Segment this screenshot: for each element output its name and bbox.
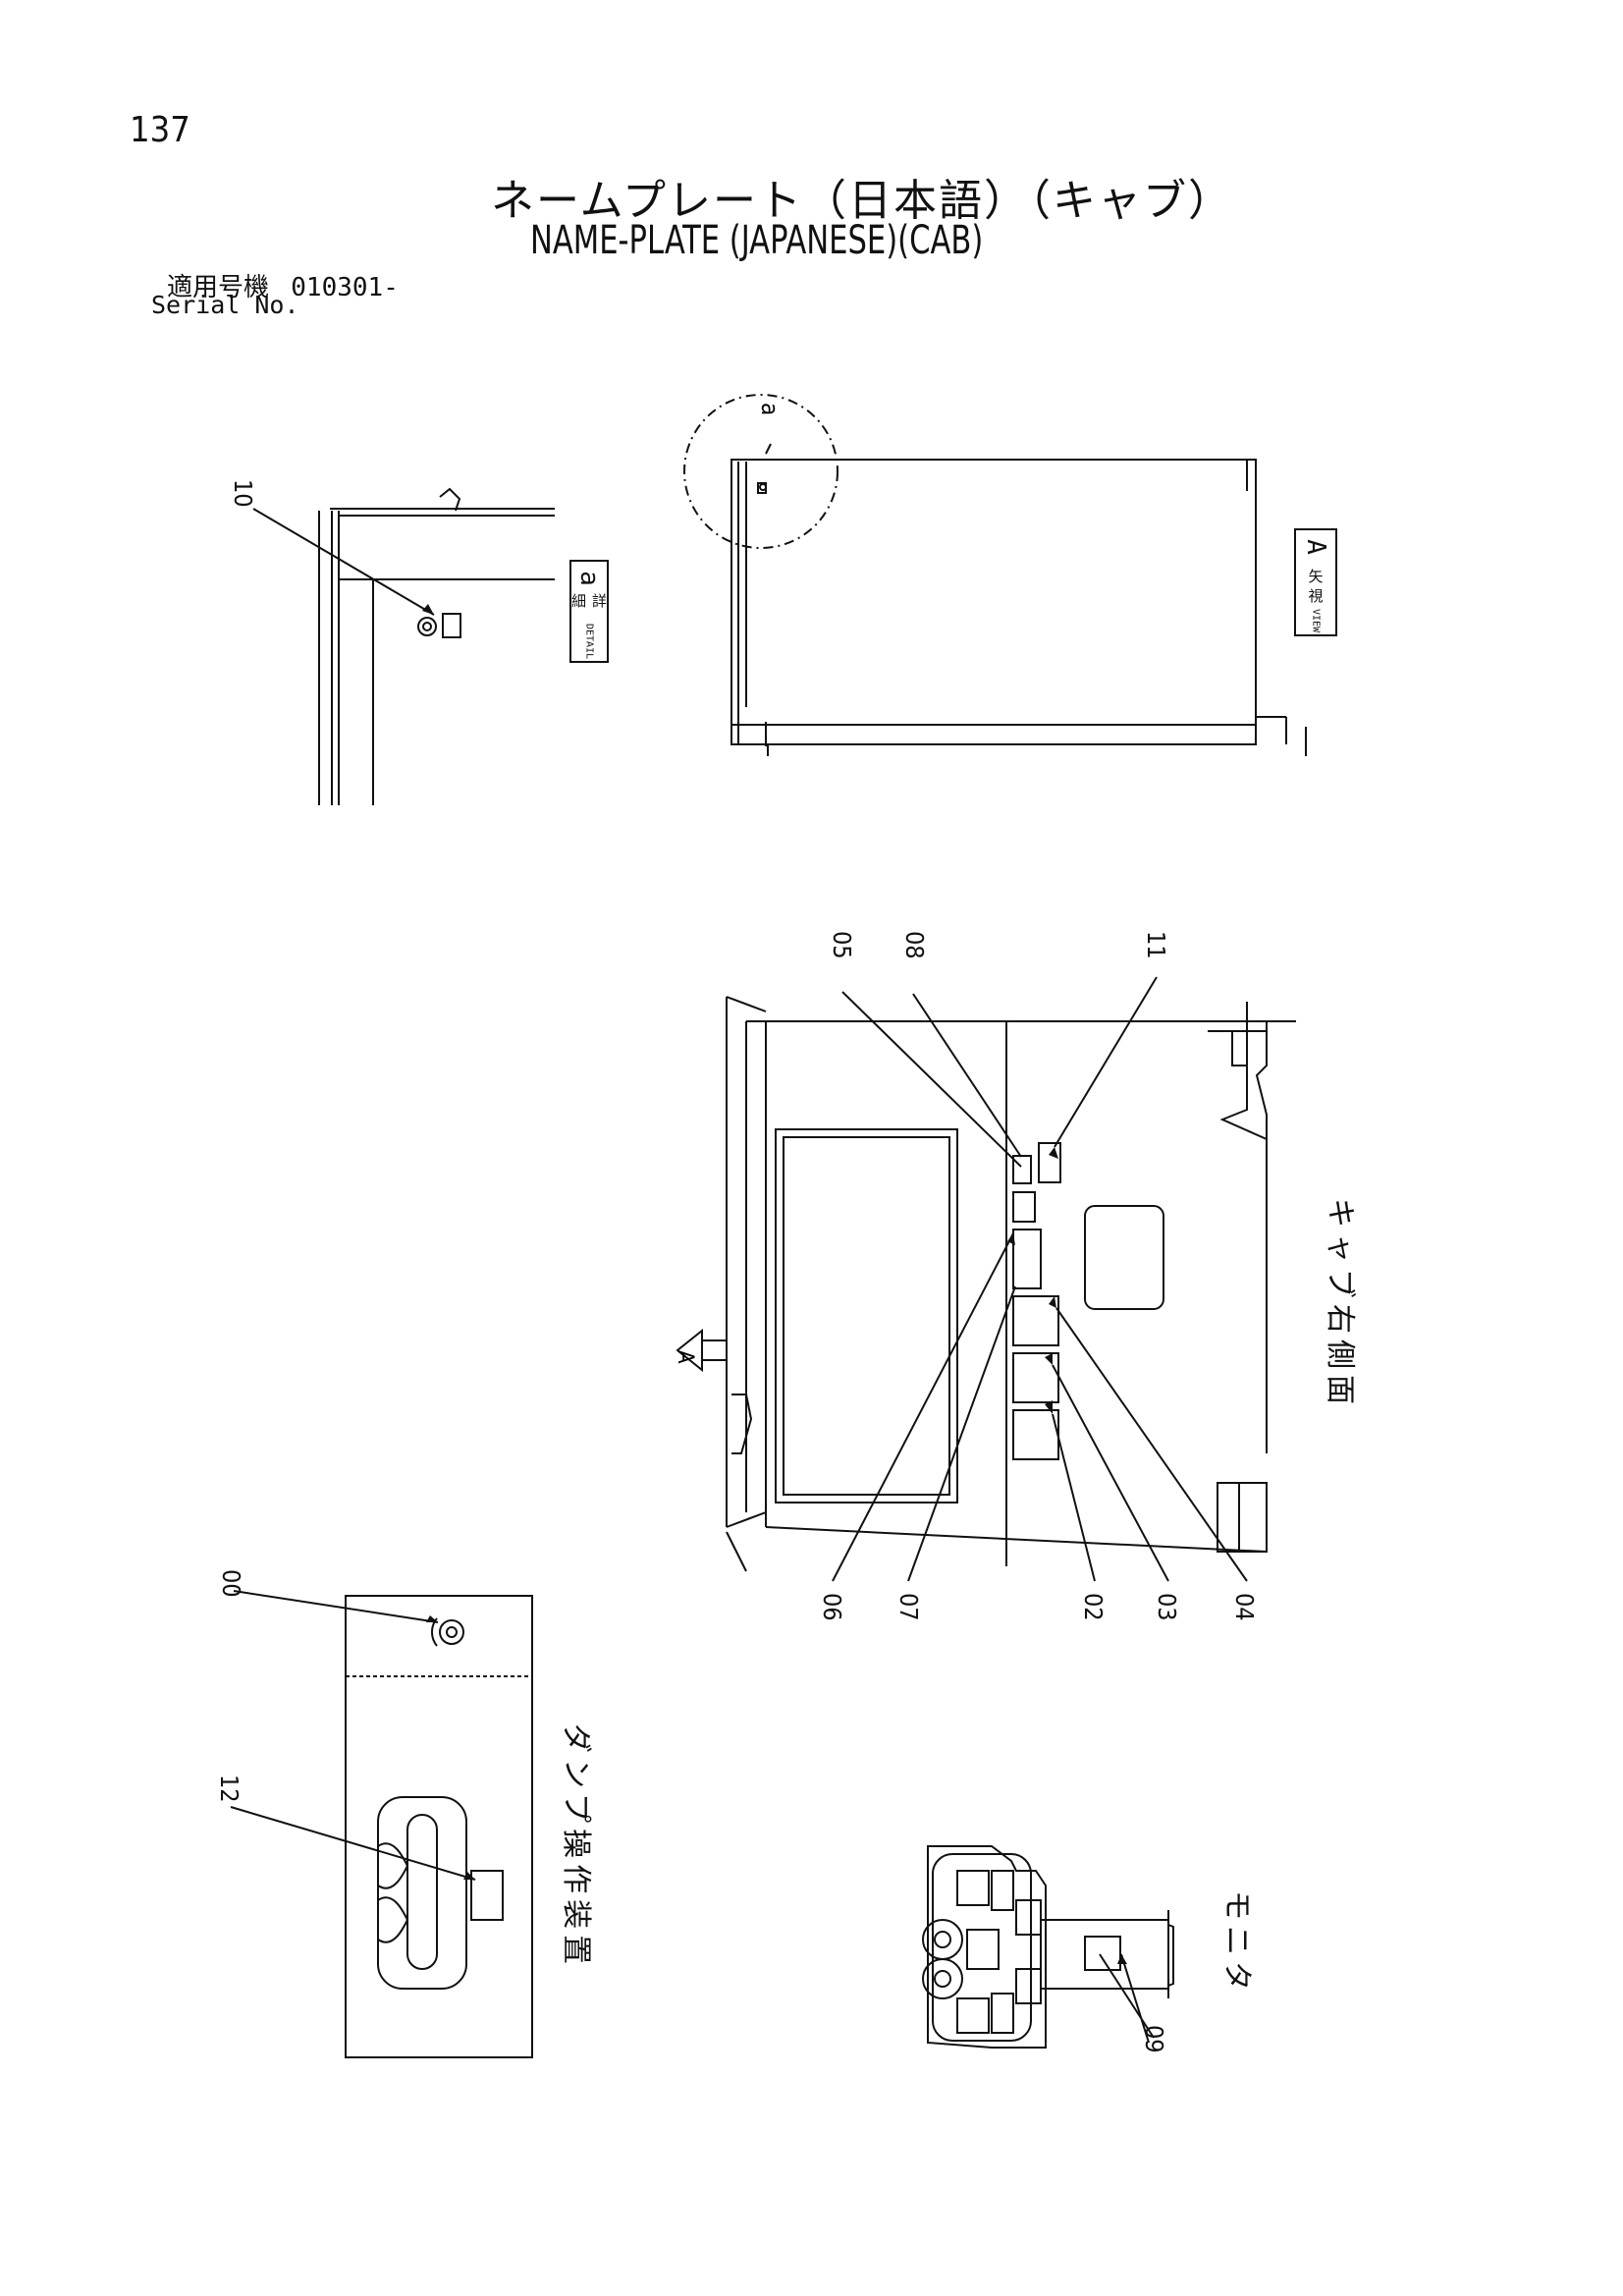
- dump-control-view: [230, 1590, 533, 2058]
- detail-tag-letter: a: [574, 571, 604, 586]
- view-tag-en: VIEW: [1310, 608, 1322, 632]
- callout-12: 12: [215, 1775, 243, 1803]
- monitor-label: モニタ: [1219, 1890, 1254, 1996]
- callout-04: 04: [1230, 1593, 1259, 1621]
- title-japanese: ネームプレート（日本語）（キャブ）: [491, 176, 1234, 226]
- dump-control-label: ダンプ操作装置: [559, 1723, 593, 1971]
- leader-lines: [832, 976, 1248, 1582]
- monitor-view: [922, 1845, 1174, 2049]
- detail-tag-en: DETAIL: [583, 623, 595, 659]
- callout-06: 06: [818, 1593, 846, 1621]
- view-a-tag: A 矢 視 VIEW: [1294, 528, 1337, 636]
- serial-value: 010301-: [291, 273, 399, 302]
- serial-label-en: Serial No.: [151, 291, 299, 319]
- callout-02: 02: [1079, 1593, 1108, 1621]
- detail-a-view: [252, 487, 555, 805]
- detail-a-tag: a 詳 細 DETAIL: [569, 560, 609, 663]
- callout-10: 10: [229, 479, 257, 508]
- view-tag-jp: 矢 視: [1306, 568, 1325, 603]
- title-english: NAME-PLATE (JAPANESE)(CAB): [530, 218, 984, 263]
- callout-03: 03: [1153, 1593, 1181, 1621]
- view-a-frame: [683, 394, 1307, 756]
- callout-08: 08: [900, 931, 929, 959]
- circle-a-label: a: [756, 403, 784, 415]
- view-a-arrow-label: A: [673, 1350, 697, 1364]
- callout-00: 00: [217, 1569, 245, 1598]
- callout-09: 09: [1140, 2025, 1168, 2053]
- serial-row-jp: 適用号機 010301-: [167, 267, 399, 303]
- callout-07: 07: [894, 1593, 923, 1621]
- detail-tag-jp: 詳 細: [569, 593, 608, 608]
- cab-right-side-view: [676, 996, 1296, 1572]
- page-number: 137: [130, 110, 190, 150]
- view-tag-letter: A: [1301, 539, 1330, 555]
- arrowheads: [422, 604, 1127, 1964]
- callout-11: 11: [1142, 931, 1170, 959]
- callout-05: 05: [828, 931, 856, 959]
- serial-label-jp: 適用号機: [167, 273, 270, 302]
- cab-right-side-label: キャブ右側面: [1323, 1198, 1357, 1410]
